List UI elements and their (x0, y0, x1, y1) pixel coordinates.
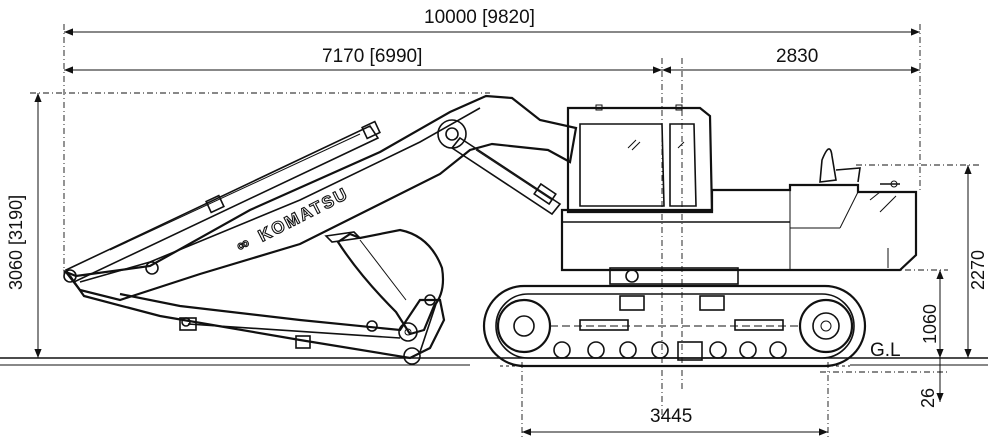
overall-length-label: 10000 [9820] (424, 7, 535, 28)
dimension-labels: 10000 [9820] 7170 [6990] 2830 3060 [3190… (6, 7, 988, 427)
track-length-label: 3445 (650, 406, 692, 427)
boom: KOMATSU ∞ (62, 94, 578, 302)
bucket (324, 228, 445, 365)
cab-height-label: 2270 (968, 250, 988, 290)
arm (69, 275, 446, 360)
brand-label: KOMATSU (255, 184, 352, 246)
overall-height-label: 3060 [3190] (6, 195, 26, 290)
brand-logo-icon: ∞ (233, 232, 254, 255)
front-length-label: 7170 [6990] (322, 46, 422, 67)
tail-length-label: 2830 (776, 46, 818, 67)
boom-cylinder (450, 136, 562, 216)
arm-cylinder (64, 120, 381, 284)
ground-line-label: G.L (870, 340, 901, 361)
dimension-lines (30, 24, 980, 440)
ground-clearance-label: 1060 (920, 304, 940, 344)
grouser-height-label: 26 (918, 388, 938, 408)
upper-structure (560, 104, 918, 285)
track-rollers (553, 341, 787, 361)
crawler-track (482, 284, 867, 368)
